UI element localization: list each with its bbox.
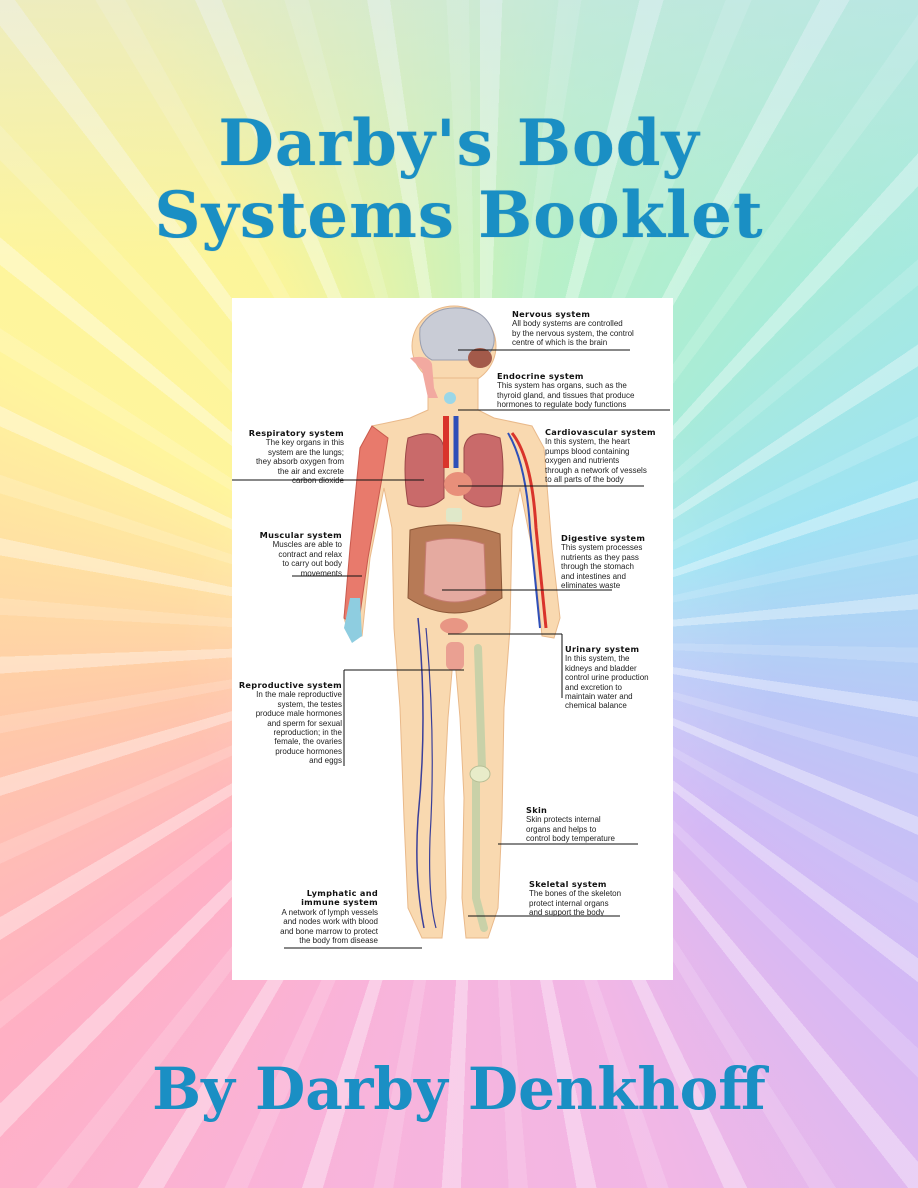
label-urinary-system: Urinary system In this system, the kidne… [565,644,649,711]
label-cardiovascular-system: Cardiovascular system In this system, th… [545,427,656,485]
label-muscular-system: Muscular system Muscles are able to cont… [242,530,342,578]
digestive-heading: Digestive system [561,533,646,543]
muscular-heading: Muscular system [259,530,342,540]
digestive-text: This system processes nutrients as they … [561,543,643,591]
cardiovascular-text: In this system, the heart pumps blood co… [545,437,647,485]
endocrine-heading: Endocrine system [497,371,584,381]
endocrine-text: This system has organs, such as the thyr… [497,381,635,410]
label-lymphatic-immune-system: Lymphatic and immune system A network of… [252,888,378,946]
skeletal-text: The bones of the skeleton protect intern… [529,889,622,918]
respiratory-heading: Respiratory system [248,428,344,438]
nervous-heading: Nervous system [512,309,591,319]
reproductive-heading: Reproductive system [238,680,342,690]
skin-heading: Skin [526,805,548,815]
skin-text: Skin protects internal organs and helps … [526,815,615,844]
label-digestive-system: Digestive system This system processes n… [561,533,646,591]
nervous-text: All body systems are controlled by the n… [512,319,634,348]
respiratory-text: The key organs in this system are the lu… [255,438,344,486]
human-body-illustration [232,305,670,949]
muscular-text: Muscles are able to contract and relax t… [272,540,342,578]
label-endocrine-system: Endocrine system This system has organs,… [497,371,635,410]
label-skin: Skin Skin protects internal organs and h… [526,805,615,844]
label-skeletal-system: Skeletal system The bones of the skeleto… [529,879,622,918]
body-systems-diagram: Nervous system All body systems are cont… [232,298,673,980]
booklet-title: Darby's Body Systems Booklet [0,108,918,252]
title-line-1: Darby's Body [218,106,700,181]
skeletal-heading: Skeletal system [529,879,607,889]
cardiovascular-heading: Cardiovascular system [545,427,656,437]
label-nervous-system: Nervous system All body systems are cont… [512,309,634,348]
lymphatic-heading: Lymphatic and immune system [301,888,378,908]
title-line-2: Systems Booklet [154,178,764,253]
reproductive-text: In the male reproductive system, the tes… [255,690,342,766]
lymphatic-text: A network of lymph vessels and nodes wor… [280,907,378,946]
urinary-text: In this system, the kidneys and bladder … [565,654,649,711]
label-reproductive-system: Reproductive system In the male reproduc… [232,680,342,766]
author-byline: By Darby Denkhoff [152,1055,766,1123]
urinary-heading: Urinary system [565,644,640,654]
label-respiratory-system: Respiratory system The key organs in thi… [234,428,344,486]
